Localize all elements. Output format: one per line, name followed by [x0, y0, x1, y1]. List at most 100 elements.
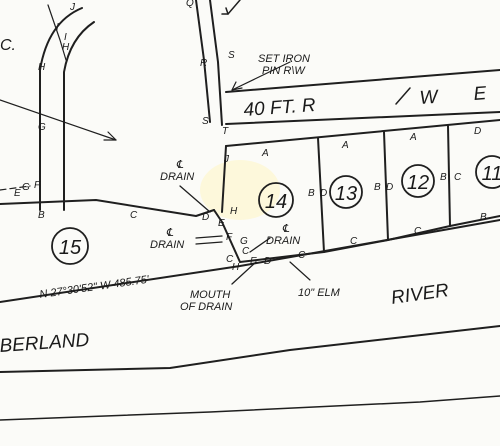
lot-13-circle [329, 175, 363, 209]
diagonal-arrowhead [103, 131, 117, 141]
letter-s-upper: S [228, 50, 235, 61]
letter-h-14: H [230, 206, 238, 217]
drain-right-label: DRAIN [266, 235, 300, 247]
lot-15-north-line [0, 199, 215, 217]
letter-h-road: H [62, 42, 70, 53]
letter-c-14: C [298, 250, 306, 261]
set-iron-pin-label-1: SET IRON [258, 53, 310, 65]
letter-r: R [200, 58, 207, 69]
drain-upper-arrow [179, 185, 211, 213]
letter-d-lot11: D [474, 126, 481, 137]
drain-left-arrow-2 [195, 241, 223, 245]
letter-b-15: B [38, 210, 45, 221]
letter-c-12: C [414, 226, 422, 237]
upper-road-right-line [209, 0, 223, 126]
drain-right-arrow [249, 237, 271, 253]
letter-b-13: B [374, 182, 381, 193]
lot-11-circle [475, 155, 500, 189]
lot-12-circle [401, 164, 435, 198]
letter-h-drain: H [232, 262, 240, 273]
lot-15-west-dashed [0, 185, 31, 191]
letter-h-left: H [38, 62, 46, 73]
right-of-way-w: W [419, 87, 440, 109]
mouth-of-drain-label-2: OF DRAIN [180, 301, 232, 313]
lot-15-number: 15 [59, 237, 82, 259]
river-bank-line-1 [0, 325, 500, 373]
letter-t: T [222, 126, 229, 137]
letter-c-13: C [350, 236, 358, 247]
river-bank-line-2 [0, 395, 500, 421]
letter-b-11: B [480, 212, 487, 223]
letter-g-left: G [38, 122, 46, 133]
letter-b-14: B [308, 188, 315, 199]
letter-a-lot14: A [261, 148, 269, 159]
row-lot-front-line [225, 119, 500, 147]
right-of-way-label: 40 FT. R [243, 95, 317, 121]
upper-road-arrowhead [221, 7, 229, 15]
elm-label: 10" ELM [298, 287, 341, 299]
letter-g-14: G [240, 236, 248, 247]
lot-15-circle [51, 227, 89, 265]
letter-d-13: D [320, 188, 327, 199]
road-left-outer-line [63, 21, 95, 211]
letter-i-lower: I [64, 32, 67, 43]
iron-pin-arrowhead [231, 81, 243, 91]
letter-s-lower: S [202, 116, 209, 127]
letter-c-15: C [130, 210, 138, 221]
letter-a-lot12: A [409, 132, 417, 143]
drain-left-symbol: ℄ [166, 227, 174, 239]
letter-e-14: E [218, 218, 225, 229]
lot-13-number: 13 [335, 183, 357, 205]
lot-11-number: 11 [482, 163, 500, 185]
left-c-fragment: C. [0, 37, 16, 54]
diagonal-arrow [0, 99, 117, 141]
lot-12-number: 12 [407, 172, 429, 194]
lot-15-east-line [213, 209, 241, 263]
letter-g-lower: G [22, 182, 30, 193]
letter-e-left: E [14, 188, 21, 199]
lot-14-number: 14 [265, 191, 287, 213]
letter-f-left: F [34, 180, 41, 191]
letter-c-mouth: C [242, 246, 250, 257]
letter-a-lot13: A [341, 140, 349, 151]
row-upper-line [225, 69, 500, 93]
letter-d-12: D [386, 182, 393, 193]
boundary-letters: J H G I I H G F E B C Q S R S T J A A A … [14, 0, 487, 273]
elm-leader [289, 261, 311, 281]
letter-i-upper: I [56, 22, 59, 33]
drain-left-label: DRAIN [150, 239, 184, 251]
letter-j-lot14: J [223, 154, 230, 165]
letter-c-11: C [454, 172, 462, 183]
bearing-line [0, 219, 500, 303]
row-lower-line [225, 111, 500, 125]
drain-upper-label: DRAIN [160, 171, 194, 183]
road-left-inner-line [39, 7, 83, 211]
upper-road-arrow [227, 0, 241, 15]
mouth-of-drain-arrow [231, 261, 257, 285]
letter-d-drain: D [264, 256, 271, 267]
letter-j-top: J [69, 2, 76, 13]
set-iron-pin-label-2: PIN R\W [262, 65, 306, 77]
drain-left-arrow [195, 235, 223, 239]
lot-line-14-west [221, 145, 227, 213]
road-left-tick [47, 4, 67, 61]
lot-line-12-11 [447, 125, 451, 227]
right-of-way-e: E [473, 83, 487, 105]
drain-upper-symbol: ℄ [176, 159, 184, 171]
upper-road-left-line [195, 0, 211, 123]
iron-pin-leader [231, 61, 291, 91]
letter-d-15: D [202, 212, 209, 223]
lot-line-14-13 [317, 137, 325, 253]
letter-f-14: F [226, 232, 233, 243]
lot-14-circle [258, 182, 294, 218]
letter-b-12: B [440, 172, 447, 183]
mouth-of-drain-label-1: MOUTH [190, 289, 230, 301]
drain-right-symbol: ℄ [282, 223, 290, 235]
letter-c-drain: C [226, 254, 234, 265]
letter-q-top: Q [186, 0, 194, 9]
lot-line-13-12 [383, 131, 389, 241]
letter-e-drain: E [250, 256, 257, 267]
